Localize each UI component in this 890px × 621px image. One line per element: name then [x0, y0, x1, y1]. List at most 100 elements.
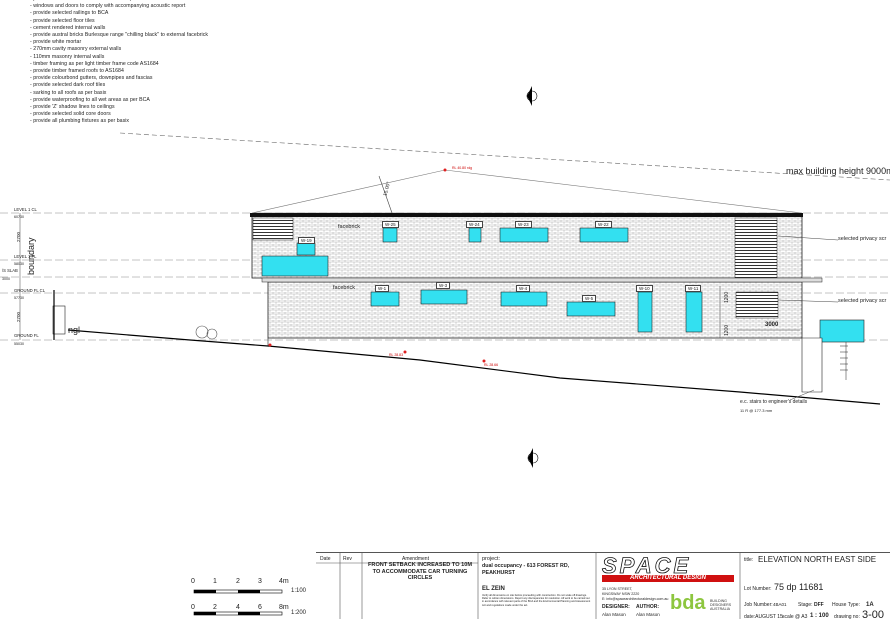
window-label-w24: W-24	[466, 221, 483, 228]
title-header: title:	[744, 557, 754, 563]
shrub-icon	[195, 325, 209, 339]
level-label: LEVEL 1 CL	[14, 207, 37, 212]
rl-b-label: RL 28.66	[484, 363, 499, 367]
fine-print: Verify all dimensions on site before pro…	[482, 594, 591, 607]
facebrick-upper-label: facebrick	[338, 224, 361, 230]
email: E: info@spacearchitecturaldesign.com.au	[602, 597, 669, 601]
lot-header: Lot Number:	[744, 586, 772, 592]
stairs-label: e.c. stairs to engineer's details	[740, 399, 808, 405]
scale-tick: 2	[236, 578, 240, 585]
drawing-number: 3-00	[862, 609, 885, 621]
rev-header: Rev	[343, 556, 352, 562]
facebrick-lower-label: facebrick	[333, 285, 356, 291]
upper-privacy-screen-left	[252, 217, 294, 241]
spec-note: - provide selected dark roof tiles	[30, 82, 106, 89]
project-text: dual occupancy - 613 FOREST RD, PEAKHURS…	[482, 563, 570, 576]
bda-logo: bda	[670, 592, 706, 614]
level-rl: 55030	[14, 342, 24, 346]
scale-tick: 0	[191, 604, 195, 611]
dim-1200b-label: 1200	[724, 324, 730, 336]
north-arrow-icon-2	[527, 448, 539, 468]
spec-note: - provide selected floor tiles	[30, 17, 95, 24]
scale-tick: 1	[213, 578, 217, 585]
ngl-label: ngl	[68, 325, 81, 335]
spec-note: - provide all plumbing fixtures as per b…	[30, 118, 130, 125]
job-number: 4BA01	[773, 602, 787, 607]
dim-3000-label: 3000	[765, 322, 779, 328]
north-arrow-icon	[526, 86, 538, 106]
spec-note: - provide colourbond gutters, downpipes …	[30, 75, 153, 82]
scale-ratio: 1:200	[291, 610, 307, 616]
max-height-line	[119, 132, 890, 181]
upper-privacy-screen-right	[734, 217, 778, 279]
stair-steps	[840, 342, 848, 380]
spec-note: - provide 'Z' shadow lines to ceilings	[30, 104, 115, 111]
spec-note: - timber framing as per light timber fra…	[30, 60, 159, 67]
spec-note: - provide ALUMINIUM framed windows as pe…	[30, 0, 208, 3]
scale-tick: 4	[236, 604, 240, 611]
level-label: LEVEL 1 FL	[14, 254, 37, 259]
spec-note: - provide selected solid core doors	[30, 111, 111, 118]
spec-note: - 270mm cavity masonry external walls	[30, 46, 122, 53]
stage-value: DFF	[814, 602, 824, 608]
spec-note: - provide white mortar	[30, 39, 82, 46]
window-label-w10: W-10	[636, 285, 653, 292]
spec-note: - provide timber framed roofs to AS1684	[30, 68, 124, 75]
level-label: /S SLAB	[2, 268, 18, 273]
roof-outline	[251, 169, 803, 214]
space-logo-sub: ARCHITECTURAL DESIGN	[602, 575, 734, 582]
title-block: Date Rev Amendment FRONT SETBACK INCREAS…	[316, 552, 890, 621]
level-rl: 57730	[14, 296, 24, 300]
window-label-w1: W-1	[375, 285, 390, 292]
author-header: AUTHOR:	[636, 604, 660, 610]
spec-note: - windows and doors to comply with accom…	[30, 3, 186, 10]
floor-slab	[261, 277, 823, 283]
address-line-2: KINGSWAY NSW 2220	[602, 592, 640, 596]
window-label-w22: W-22	[595, 221, 612, 228]
balcony-glass	[261, 255, 329, 277]
spec-note: - sarking to all roofs as per basix	[30, 89, 107, 96]
window-label-w23: W-23	[515, 221, 532, 228]
scale-ratio: 1:100	[291, 588, 307, 594]
scale-value: 1 : 100	[810, 613, 829, 619]
level-rl: 3000	[2, 277, 10, 281]
amendment-text: FRONT SETBACK INCREASED TO 10M TO ACCOMM…	[367, 562, 472, 581]
privacy-lower-label: selected privacy scr	[838, 298, 887, 304]
stairs-sub-label: 11 R @ 177.3 mm	[740, 408, 773, 413]
date-value: date:AUGUST 15	[744, 614, 783, 620]
upper-windows	[296, 227, 629, 256]
spec-note: - cement rendered internal walls	[30, 24, 106, 31]
scale-tick: 0	[191, 578, 195, 585]
house-type-header: House Type:	[832, 602, 860, 608]
lower-privacy-screen	[735, 291, 779, 319]
specification-notes: - provide ALUMINIUM framed windows as pe…	[30, 0, 208, 126]
level-rl: 58030	[14, 262, 24, 266]
date-header: Date	[320, 556, 331, 562]
client-name: EL ZEIN	[482, 586, 505, 592]
job-header: Job Number:	[744, 602, 773, 608]
ground-line	[67, 329, 881, 405]
scale-tick: 8m	[279, 604, 289, 611]
lot-number: 75 dp 11681	[774, 582, 824, 592]
window-label-w25: W-25	[382, 221, 399, 228]
window-label-w5: W-5	[582, 295, 597, 302]
window-label-w4: W-4	[516, 285, 531, 292]
level-rl: 60730	[14, 215, 24, 219]
window-label-w3: W-3	[436, 282, 451, 289]
rl-a-label: RL 28.83	[389, 353, 404, 357]
spec-note: - 110mm masonry internal walls	[30, 53, 105, 60]
dim-2700-upper: 2700	[16, 231, 21, 242]
scale-tick: 3	[258, 578, 262, 585]
designer-name: Alan Mason	[602, 612, 626, 617]
house-type-value: 1A	[866, 602, 874, 608]
address-line-1: 35 LYON STREET,	[602, 587, 633, 591]
privacy-upper-label: selected privacy scr	[838, 236, 887, 242]
scale-label: scale @ A3	[782, 614, 808, 620]
drawing-title: ELEVATION NORTH EAST SIDE	[758, 555, 877, 564]
amendment-header: Amendment	[402, 556, 429, 562]
dim-2700-lower: 2700	[16, 311, 21, 322]
spec-note: - provide selected railings to BCA	[30, 10, 109, 17]
scale-tick: 4m	[279, 578, 289, 585]
designer-header: DESIGNER:	[602, 604, 630, 610]
